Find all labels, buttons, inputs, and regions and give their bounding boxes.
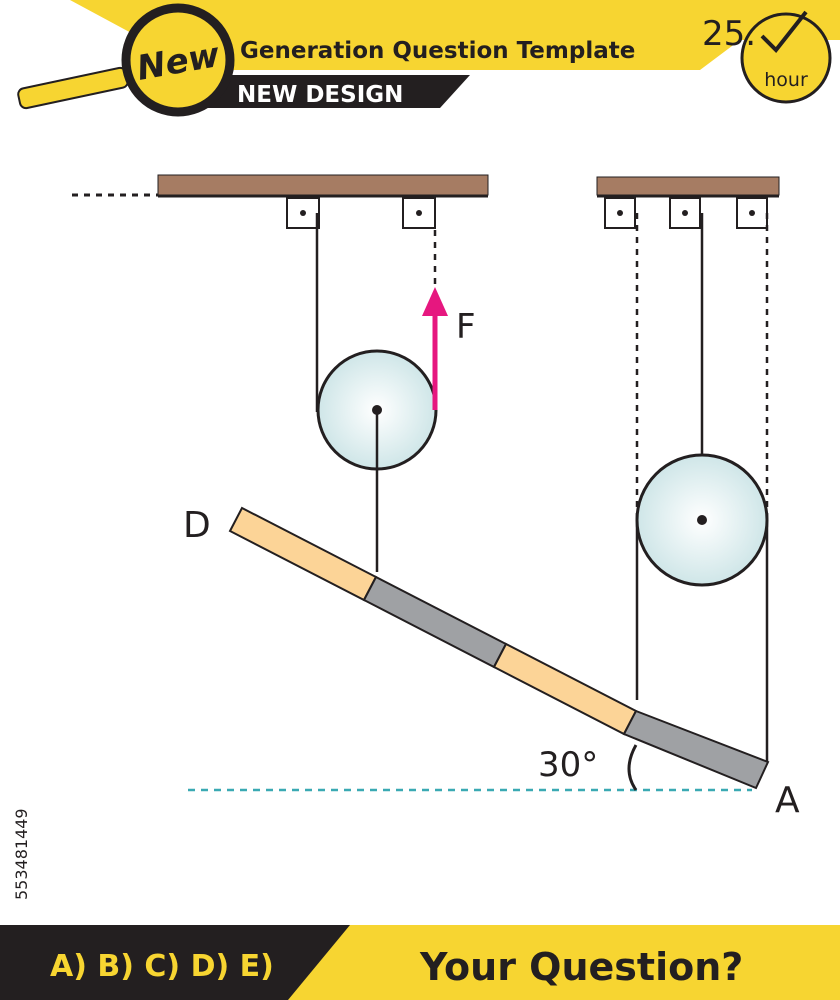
magnifier-handle [17, 66, 129, 110]
rod-segment-light [228, 506, 378, 602]
hook-pin [416, 210, 422, 216]
ceiling-right [596, 176, 780, 196]
point-a-label: A [775, 780, 800, 821]
question-prompt: Your Question? [419, 945, 743, 989]
header-subtitle: NEW DESIGN [237, 82, 403, 108]
magnifier-lens-icon [121, 3, 235, 117]
rod-segment-light [492, 642, 638, 736]
force-label: F [456, 307, 476, 347]
hook-pin [617, 210, 623, 216]
rod-segment-gray [362, 575, 508, 669]
inclined-rod [228, 506, 770, 790]
hook-pin [300, 210, 306, 216]
footer: A) B) C) D) E) Your Question? [0, 925, 840, 1000]
header-title: Generation Question Template [240, 38, 635, 64]
timer-unit: hour [764, 69, 808, 91]
stock-id-watermark: 553481449 [12, 808, 31, 900]
timer-value: 25. [702, 14, 756, 54]
rod-segment-gray [622, 709, 770, 790]
ceiling-left [157, 174, 489, 196]
hook-bracket [604, 197, 636, 229]
hook-bracket [669, 197, 701, 229]
diagram: F D 30° A [72, 174, 800, 821]
header: New Generation Question Template NEW DES… [17, 0, 840, 117]
subtitle-black-band [150, 75, 470, 108]
force-arrow-head [422, 287, 448, 316]
answer-options: A) B) C) D) E) [50, 949, 274, 984]
angle-arc [627, 744, 638, 791]
hook-pin [749, 210, 755, 216]
hook-pin [682, 210, 688, 216]
checkmark-icon [760, 10, 808, 54]
footer-dark-band [0, 925, 350, 1000]
header-yellow-band [70, 0, 840, 70]
point-d-label: D [183, 505, 211, 546]
pulley-right-axle [697, 515, 707, 525]
angle-label: 30° [538, 745, 598, 785]
